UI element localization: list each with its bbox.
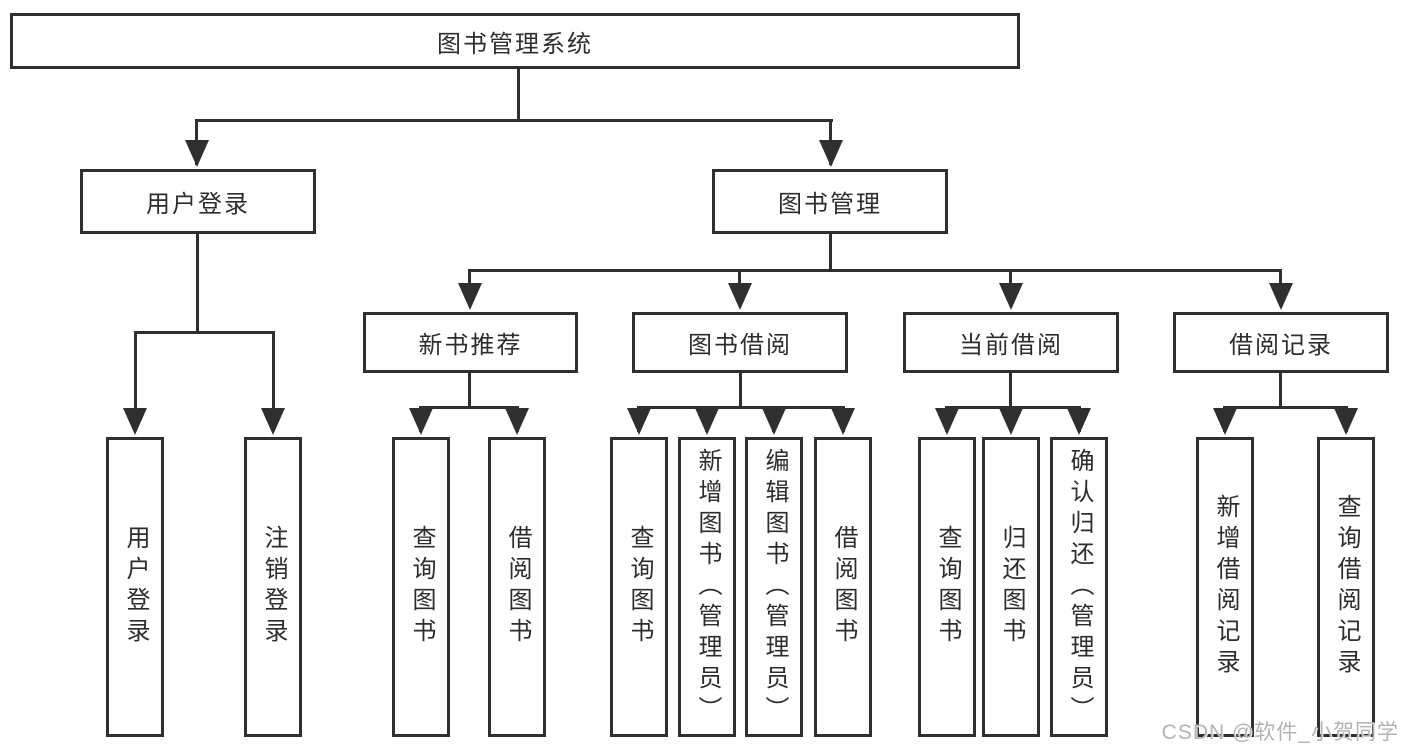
connector-line bbox=[272, 331, 275, 431]
connector-line bbox=[468, 269, 1282, 272]
node-book-borrowing: 图书借阅 bbox=[632, 312, 848, 373]
leaf-label: 借阅图书 bbox=[504, 525, 531, 649]
arrow-down-icon bbox=[762, 408, 786, 435]
connector-line bbox=[1223, 406, 1348, 409]
leaf-label: 归还图书 bbox=[998, 525, 1025, 649]
leaf-label: 查询图书 bbox=[626, 525, 653, 649]
leaf-user-login: 用户登录 bbox=[106, 437, 164, 737]
leaf-borrow-books: 借阅图书 bbox=[814, 437, 872, 737]
leaf-label: 查询图书 bbox=[934, 525, 961, 649]
connector-line bbox=[517, 69, 520, 120]
node-borrowing-records: 借阅记录 bbox=[1173, 312, 1389, 373]
connector-line bbox=[196, 234, 199, 333]
arrow-down-icon bbox=[1269, 283, 1293, 310]
leaf-query-books-current: 查询图书 bbox=[918, 437, 976, 737]
arrow-down-icon bbox=[728, 283, 752, 310]
arrow-down-icon bbox=[123, 408, 147, 435]
connector-line bbox=[945, 406, 1081, 409]
node-current-borrowing: 当前借阅 bbox=[903, 312, 1119, 373]
arrow-down-icon bbox=[1067, 408, 1091, 435]
arrow-down-icon bbox=[831, 408, 855, 435]
leaf-return-books: 归还图书 bbox=[982, 437, 1040, 737]
connector-line bbox=[134, 331, 275, 334]
arrow-down-icon bbox=[819, 140, 843, 167]
connector-line bbox=[468, 373, 471, 408]
node-label: 新书推荐 bbox=[418, 332, 523, 359]
leaf-add-borrow-record: 新增借阅记录 bbox=[1196, 437, 1254, 737]
leaf-query-books-borrowing: 查询图书 bbox=[610, 437, 668, 737]
leaf-query-books-recommend: 查询图书 bbox=[392, 437, 450, 737]
leaf-label: 新增图书（管理员） bbox=[694, 447, 721, 727]
watermark: CSDN @软件_小贺同学 bbox=[1161, 721, 1399, 744]
node-label: 图书借阅 bbox=[688, 332, 792, 359]
leaf-label: 新增借阅记录 bbox=[1212, 494, 1239, 680]
leaf-label: 确认归还（管理员） bbox=[1066, 447, 1093, 727]
leaf-label: 用户登录 bbox=[122, 525, 149, 649]
node-label: 用户登录 bbox=[146, 191, 250, 218]
leaf-edit-books-admin: 编辑图书（管理员） bbox=[745, 437, 803, 737]
connector-line bbox=[195, 119, 833, 122]
arrow-down-icon bbox=[1213, 408, 1237, 435]
arrow-down-icon bbox=[409, 408, 433, 435]
arrow-down-icon bbox=[505, 408, 529, 435]
leaf-borrow-books-recommend: 借阅图书 bbox=[488, 437, 546, 737]
node-book-management: 图书管理 bbox=[712, 169, 948, 234]
node-user-login: 用户登录 bbox=[80, 169, 316, 234]
connector-line bbox=[134, 331, 137, 431]
arrow-down-icon bbox=[935, 408, 959, 435]
arrow-down-icon bbox=[261, 408, 285, 435]
arrow-down-icon bbox=[185, 140, 209, 167]
arrow-down-icon bbox=[999, 283, 1023, 310]
leaf-logout: 注销登录 bbox=[244, 437, 302, 737]
connector-line bbox=[739, 373, 742, 408]
connector-line bbox=[419, 406, 519, 409]
node-book-management-system: 图书管理系统 bbox=[10, 13, 1020, 69]
connector-line bbox=[637, 406, 845, 409]
node-label: 图书管理系统 bbox=[437, 30, 593, 58]
arrow-down-icon bbox=[458, 283, 482, 310]
node-label: 借阅记录 bbox=[1229, 332, 1333, 359]
arrow-down-icon bbox=[627, 408, 651, 435]
leaf-label: 查询借阅记录 bbox=[1333, 494, 1360, 680]
leaf-label: 借阅图书 bbox=[830, 525, 857, 649]
connector-line bbox=[1009, 373, 1012, 408]
arrow-down-icon bbox=[999, 408, 1023, 435]
node-label: 图书管理 bbox=[778, 191, 882, 218]
arrow-down-icon bbox=[1334, 408, 1358, 435]
leaf-confirm-return-admin: 确认归还（管理员） bbox=[1050, 437, 1108, 737]
leaf-label: 查询图书 bbox=[408, 525, 435, 649]
node-new-book-recommendation: 新书推荐 bbox=[363, 312, 578, 373]
arrow-down-icon bbox=[695, 408, 719, 435]
leaf-add-books-admin: 新增图书（管理员） bbox=[678, 437, 736, 737]
leaf-label: 注销登录 bbox=[260, 525, 287, 649]
node-label: 当前借阅 bbox=[959, 332, 1063, 359]
leaf-query-borrow-record: 查询借阅记录 bbox=[1317, 437, 1375, 737]
connector-line bbox=[1279, 373, 1282, 408]
leaf-label: 编辑图书（管理员） bbox=[761, 447, 788, 727]
connector-line bbox=[829, 234, 832, 272]
